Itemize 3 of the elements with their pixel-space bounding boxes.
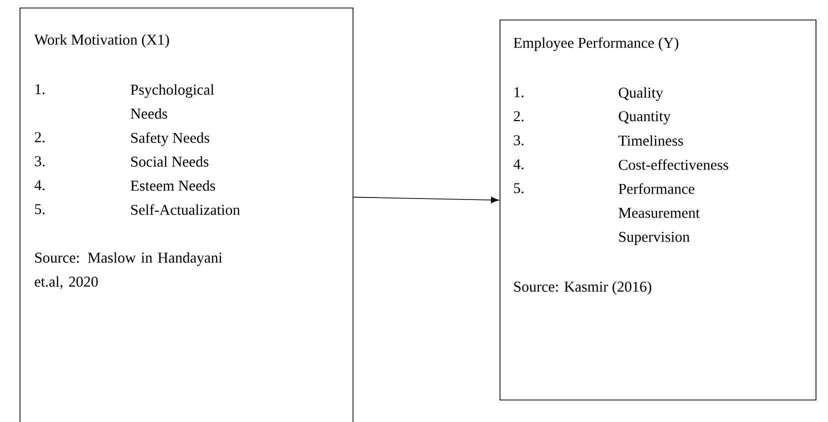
text-box: Work Motivation (X1) 1. Psychological Needs 2. Safety Needs 3. Social Needs 4. Esteem Needs 5. Self-Actualization Source: Maslow in Handayani et.al, 2020 — [20, 8, 354, 422]
text-box: Employee Performance (Y) 1. Quality 2. Quantity 3. Timeliness 4. Cost-effectiveness 5. Performance Measurement Supervision Source: Kasmir (2016) — [500, 20, 816, 400]
arrow — [353, 196, 499, 204]
